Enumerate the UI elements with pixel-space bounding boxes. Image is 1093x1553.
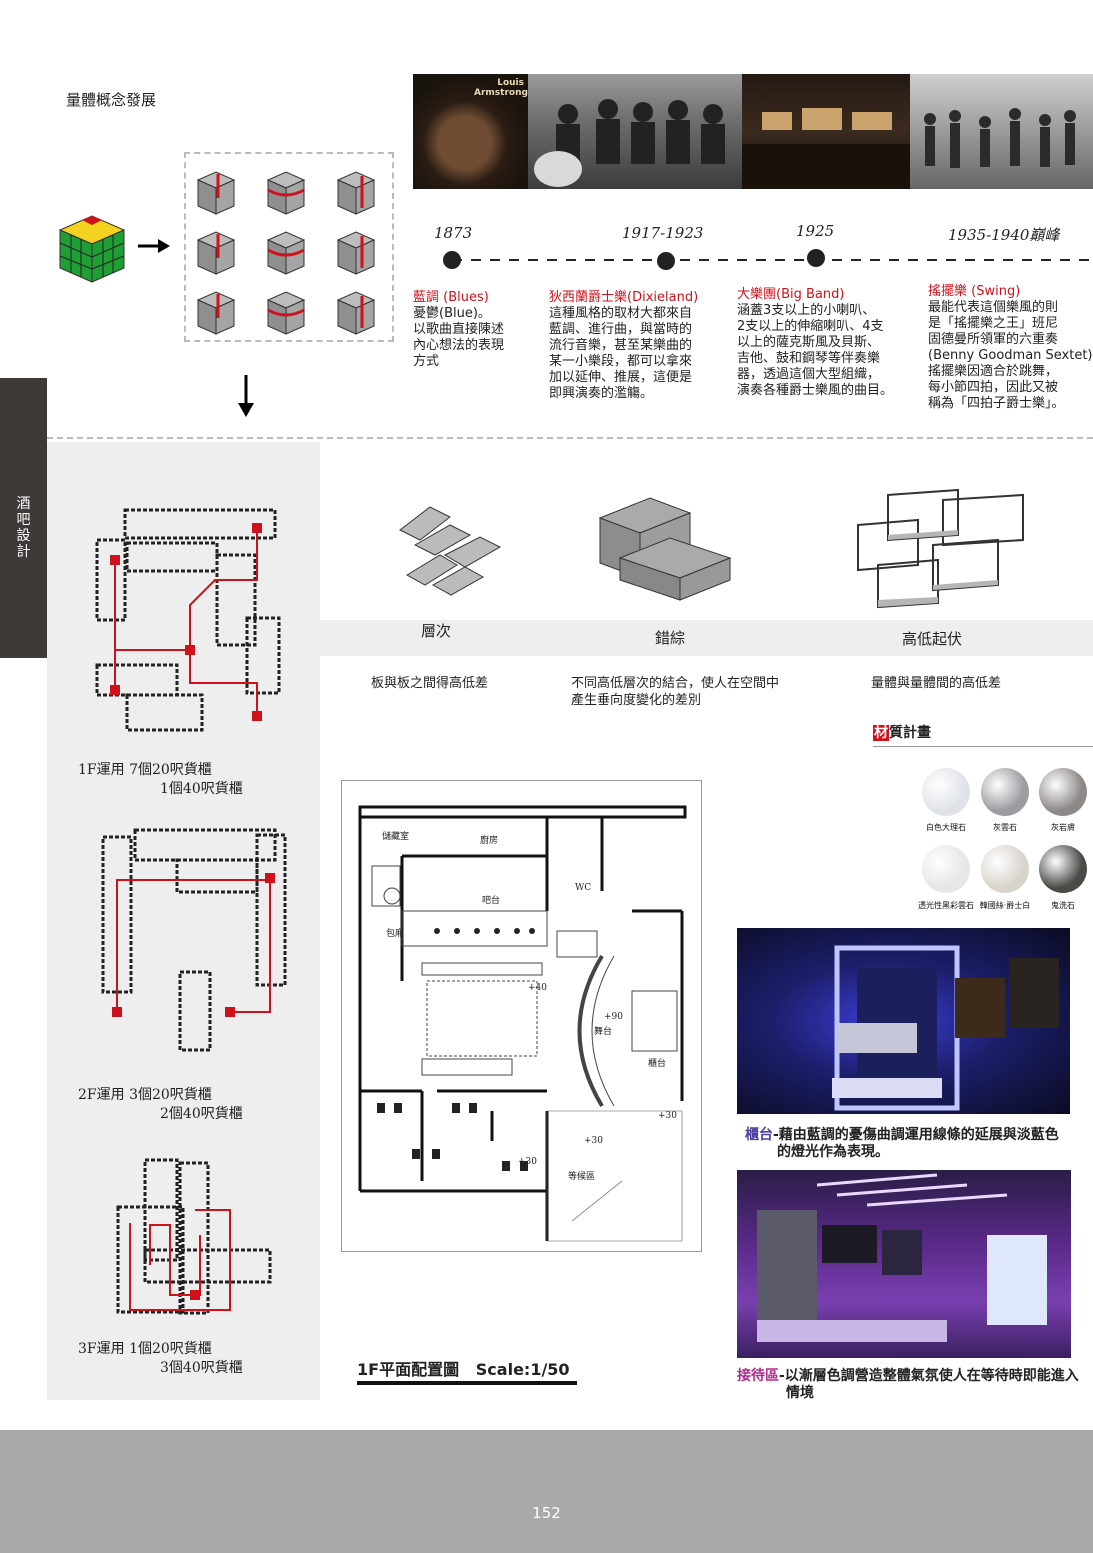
reception-caption: 接待區-以漸層色調營造整體氣氛使人在等待時即能進入 bbox=[737, 1368, 1079, 1384]
material-label-4: 透光性黑彩雲石 bbox=[918, 901, 974, 910]
page-footer: 152 bbox=[0, 1430, 1093, 1553]
concept-title-interlacing: 錯綜 bbox=[655, 629, 686, 647]
undulating-model-sketch bbox=[857, 488, 1024, 609]
cube-rotation-grid bbox=[184, 152, 394, 342]
small-cube-icon bbox=[266, 231, 306, 275]
material-label-6: 鬼洗石 bbox=[1051, 901, 1075, 910]
room-label-wc: WC bbox=[575, 883, 592, 893]
concept-desc-layering: 板與板之間得高低差 bbox=[371, 676, 489, 691]
material-label-5: 韓國絲‧爵士白 bbox=[979, 901, 1031, 910]
timeline-year-2: 1917-1923 bbox=[622, 224, 704, 242]
counter-render-image bbox=[737, 928, 1070, 1114]
page-title: 量體概念發展 bbox=[66, 91, 157, 109]
reception-caption-line2: 情境 bbox=[786, 1385, 814, 1401]
level-label-3: +30 bbox=[658, 1111, 677, 1121]
timeline-entry-bigband: 大樂團(Big Band) 涵蓋3支以上的小喇叭、 2支以上的伸縮喇叭、4支 以… bbox=[737, 287, 894, 398]
material-swatch-gray-stone bbox=[1039, 768, 1087, 816]
floorplan-caption: 1F平面配置圖 Scale:1/50 bbox=[357, 1360, 570, 1379]
small-cube-icon bbox=[196, 171, 236, 215]
concept-title-layering: 層次 bbox=[421, 622, 452, 640]
material-heading: 材質計畫 bbox=[873, 725, 931, 741]
room-label-stage: 舞台 bbox=[594, 1027, 613, 1037]
small-cube-icon bbox=[266, 291, 306, 335]
concept-desc-interlacing-2: 產生垂向度變化的差別 bbox=[571, 693, 702, 708]
timeline-line bbox=[443, 249, 1090, 270]
material-label-1: 白色大理石 bbox=[926, 823, 966, 832]
room-label-storage: 儲藏室 bbox=[382, 832, 410, 842]
room-label-kitchen: 廚房 bbox=[480, 836, 499, 846]
timeline-entry-swing: 搖擺樂 (Swing) 最能代表這個樂風的則 是「搖擺樂之王」班尼 固德曼所領軍… bbox=[928, 284, 1093, 411]
section-divider bbox=[47, 437, 1093, 439]
layering-model-sketch bbox=[399, 506, 502, 596]
counter-caption: 櫃台-藉由藍調的憂傷曲調運用線條的延展與淡藍色 bbox=[745, 1127, 1059, 1143]
arrow-right-icon bbox=[138, 239, 170, 253]
material-label-2: 灰雲石 bbox=[993, 823, 1017, 832]
floorplan-caption-underline bbox=[357, 1381, 577, 1385]
level-label-5: +30 bbox=[518, 1157, 537, 1167]
material-heading-rule bbox=[873, 746, 1093, 747]
material-label-3: 灰岩膚 bbox=[1051, 823, 1075, 832]
timeline-year-1: 1873 bbox=[434, 224, 473, 242]
level-label-1: +40 bbox=[528, 983, 547, 993]
material-swatch-jazz-white bbox=[981, 845, 1029, 893]
rubiks-cube-icon bbox=[58, 215, 126, 283]
room-label-bar: 吧台 bbox=[482, 896, 501, 906]
material-swatch-white-marble bbox=[922, 768, 970, 816]
level-label-4: +30 bbox=[584, 1136, 603, 1146]
small-cube-icon bbox=[336, 171, 376, 215]
timeline-year-4: 1935-1940巔峰 bbox=[948, 226, 1060, 244]
small-cube-icon bbox=[336, 291, 376, 335]
small-cube-icon bbox=[336, 231, 376, 275]
arrow-down-icon bbox=[238, 375, 254, 417]
room-label-counter: 櫃台 bbox=[648, 1059, 667, 1069]
material-swatch-translucent bbox=[922, 845, 970, 893]
interlacing-model-sketch bbox=[598, 497, 732, 601]
floor1-container-diagram bbox=[95, 508, 281, 732]
floor3-container-diagram bbox=[116, 1158, 272, 1315]
big-band-concert-photo bbox=[742, 74, 910, 189]
floor2-caption-line1: 2F運用 3個20呎貨櫃 bbox=[78, 1087, 212, 1103]
floorplan-drawing: 儲藏室 廚房 吧台 WC 包廂 舞台 櫃台 等候區 +40 +90 +30 +3… bbox=[341, 780, 702, 1252]
floor1-caption-line1: 1F運用 7個20呎貨櫃 bbox=[78, 762, 212, 778]
page-number: 152 bbox=[532, 1504, 561, 1522]
counter-caption-line2: 的燈光作為表現。 bbox=[777, 1144, 889, 1160]
concept-title-band bbox=[320, 620, 1093, 656]
timeline-entry-blues: 藍調 (Blues) 憂鬱(Blue)。 以歌曲直接陳述 內心想法的表現 方式 bbox=[413, 290, 505, 369]
small-cube-icon bbox=[196, 291, 236, 335]
swing-dancers-photo bbox=[910, 74, 1093, 189]
side-tab: 酒吧設計 bbox=[0, 378, 47, 658]
timeline-year-3: 1925 bbox=[796, 222, 835, 240]
level-label-2: +90 bbox=[604, 1012, 623, 1022]
small-cube-icon bbox=[266, 171, 306, 215]
small-cube-icon bbox=[196, 231, 236, 275]
room-label-waiting: 等候區 bbox=[568, 1172, 596, 1182]
material-swatch-gray-marble bbox=[981, 768, 1029, 816]
reception-render-image bbox=[737, 1170, 1071, 1358]
timeline-entry-dixieland: 狄西蘭爵士樂(Dixieland) 這種風格的取材大都來自 藍調、進行曲，與當時… bbox=[549, 290, 699, 401]
dixieland-band-photo bbox=[528, 74, 742, 189]
floor1-caption-line2: 1個40呎貨櫃 bbox=[160, 781, 243, 797]
floor2-container-diagram bbox=[101, 828, 287, 1052]
concept-desc-interlacing-1: 不同高低層次的結合，使人在空間中 bbox=[571, 676, 780, 691]
concept-title-undulating: 高低起伏 bbox=[902, 630, 963, 648]
room-label-private: 包廂 bbox=[386, 929, 405, 939]
material-swatch-washed-stone bbox=[1039, 845, 1087, 893]
louis-armstrong-album-photo: Louis Armstrong bbox=[413, 74, 528, 189]
floor2-caption-line2: 2個40呎貨櫃 bbox=[160, 1106, 243, 1122]
floor3-caption-line2: 3個40呎貨櫃 bbox=[160, 1360, 243, 1376]
floor3-caption-line1: 3F運用 1個20呎貨櫃 bbox=[78, 1341, 212, 1357]
concept-desc-undulating: 量體與量體間的高低差 bbox=[871, 676, 1002, 691]
